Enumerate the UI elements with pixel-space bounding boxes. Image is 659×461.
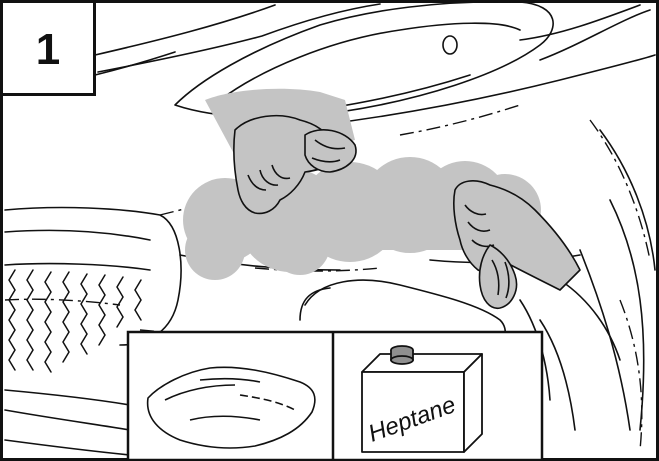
supplies-inset: Heptane	[128, 332, 542, 460]
step-number-box: 1	[2, 2, 95, 95]
grille-wavy-lines	[9, 270, 141, 372]
step-number: 1	[36, 25, 60, 74]
